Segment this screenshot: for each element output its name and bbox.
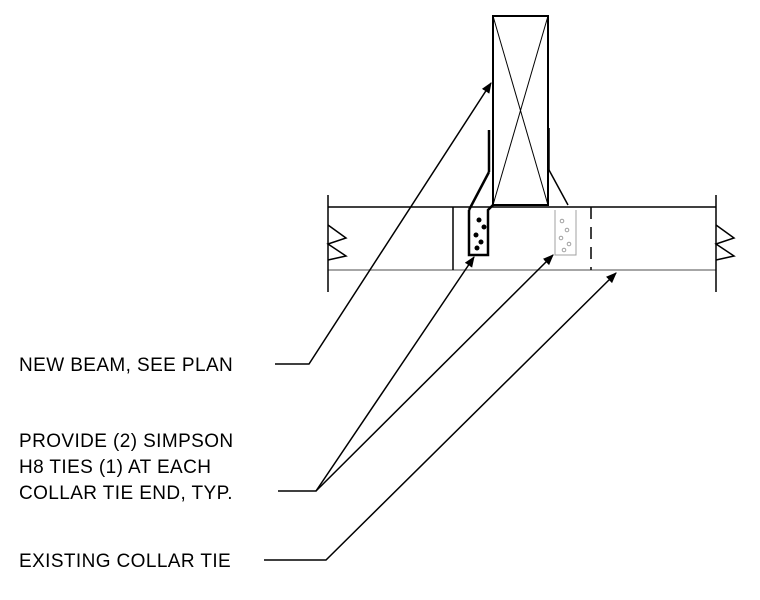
tie-callout-line-3: COLLAR TIE END, TYP. — [19, 483, 233, 504]
break-line-right-icon — [714, 224, 736, 261]
leader-lines — [264, 82, 617, 561]
collar-tie-callout: EXISTING COLLAR TIE — [19, 551, 231, 572]
beam-section — [492, 15, 549, 206]
beam-x-line-2 — [492, 15, 549, 206]
new-beam — [492, 15, 549, 206]
h8-tie-left-nails — [473, 217, 487, 251]
collar-tie — [326, 195, 736, 292]
leader-collar-tie — [264, 272, 617, 561]
h8-tie-right-hidden — [554, 210, 577, 256]
h8-tie-left — [467, 130, 494, 257]
h8-tie-right — [548, 128, 569, 206]
tie-callout-line-1: PROVIDE (2) SIMPSON — [19, 431, 234, 452]
leader-beam — [275, 82, 492, 365]
beam-callout: NEW BEAM, SEE PLAN — [19, 355, 233, 376]
callout-text: NEW BEAM, SEE PLAN PROVIDE (2) SIMPSON H… — [19, 355, 234, 572]
break-line-left-icon — [326, 224, 348, 261]
leader-tie-right — [315, 254, 554, 492]
leader-tie-left — [278, 256, 475, 492]
tie-callout-line-2: H8 TIES (1) AT EACH — [19, 457, 211, 478]
